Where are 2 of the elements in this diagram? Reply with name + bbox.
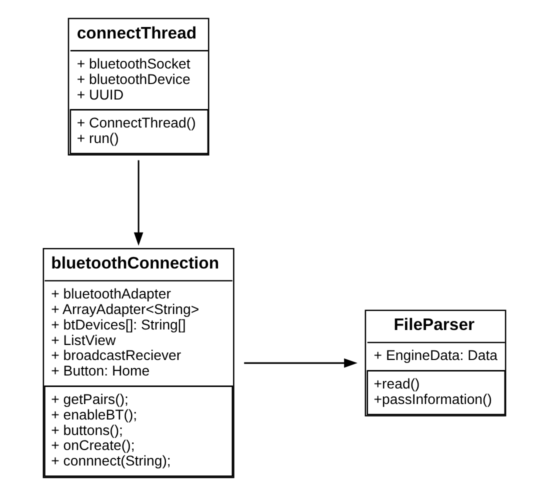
arrow — [134, 160, 144, 246]
arrow — [244, 358, 358, 368]
